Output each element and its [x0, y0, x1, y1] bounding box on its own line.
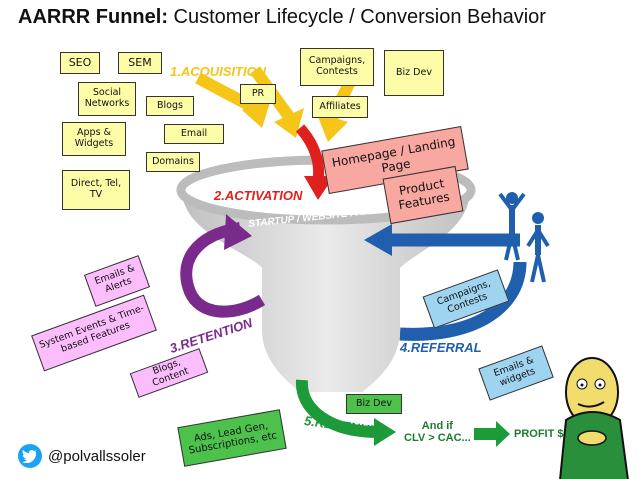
- acquisition-arrow-2-head: [274, 108, 304, 138]
- note-domains: Domains: [146, 152, 200, 172]
- note-revenue-bizdev: Biz Dev: [346, 394, 402, 414]
- page-title: AARRR Funnel: Customer Lifecycle / Conve…: [18, 6, 546, 29]
- revenue-curve: [295, 379, 379, 438]
- profit-condition-line1: And if: [421, 420, 453, 432]
- acquisition-arrow-1-head: [242, 96, 272, 128]
- title-bold: AARRR Funnel:: [18, 6, 168, 28]
- note-seo: SEO: [60, 52, 100, 74]
- stage-acquisition: 1.ACQUISITION: [170, 64, 267, 79]
- note-campaigns: Campaigns, Contests: [300, 48, 374, 86]
- profit-condition: And if CLV > CAC...: [404, 420, 471, 444]
- note-email: Email: [164, 124, 224, 144]
- cartoon-character-icon: [559, 357, 629, 479]
- referral-curve: [399, 261, 527, 341]
- stage-activation: 2.ACTIVATION: [214, 188, 303, 203]
- note-affiliates: Affiliates: [312, 96, 368, 118]
- note-pr: PR: [240, 84, 276, 104]
- note-bizdev: Biz Dev: [384, 50, 444, 96]
- referral-arrow-head: [364, 224, 392, 256]
- note-social-networks: Social Networks: [78, 82, 136, 116]
- retention-loop: [180, 222, 266, 318]
- note-direct-tel-tv: Direct, Tel, TV: [62, 170, 130, 210]
- profit-arrow: [474, 421, 510, 447]
- retention-arrow-head: [224, 214, 252, 250]
- revenue-arrow-head: [374, 418, 396, 446]
- twitter-bird-icon: [18, 444, 42, 468]
- acquisition-arrow-3-head: [316, 112, 348, 142]
- note-apps-widgets: Apps & Widgets: [62, 122, 126, 156]
- profit-result: PROFIT $: [514, 428, 564, 440]
- twitter-handle[interactable]: @polvallssoler: [18, 444, 146, 468]
- profit-condition-line2: CLV > CAC...: [404, 432, 471, 444]
- note-blogs: Blogs: [146, 96, 194, 116]
- stage-referral: 4.REFERRAL: [400, 340, 482, 355]
- people-figures-icon: [498, 192, 550, 283]
- twitter-handle-text: @polvallssoler: [48, 447, 146, 465]
- title-rest: Customer Lifecycle / Conversion Behavior: [173, 6, 546, 28]
- note-sem: SEM: [118, 52, 162, 74]
